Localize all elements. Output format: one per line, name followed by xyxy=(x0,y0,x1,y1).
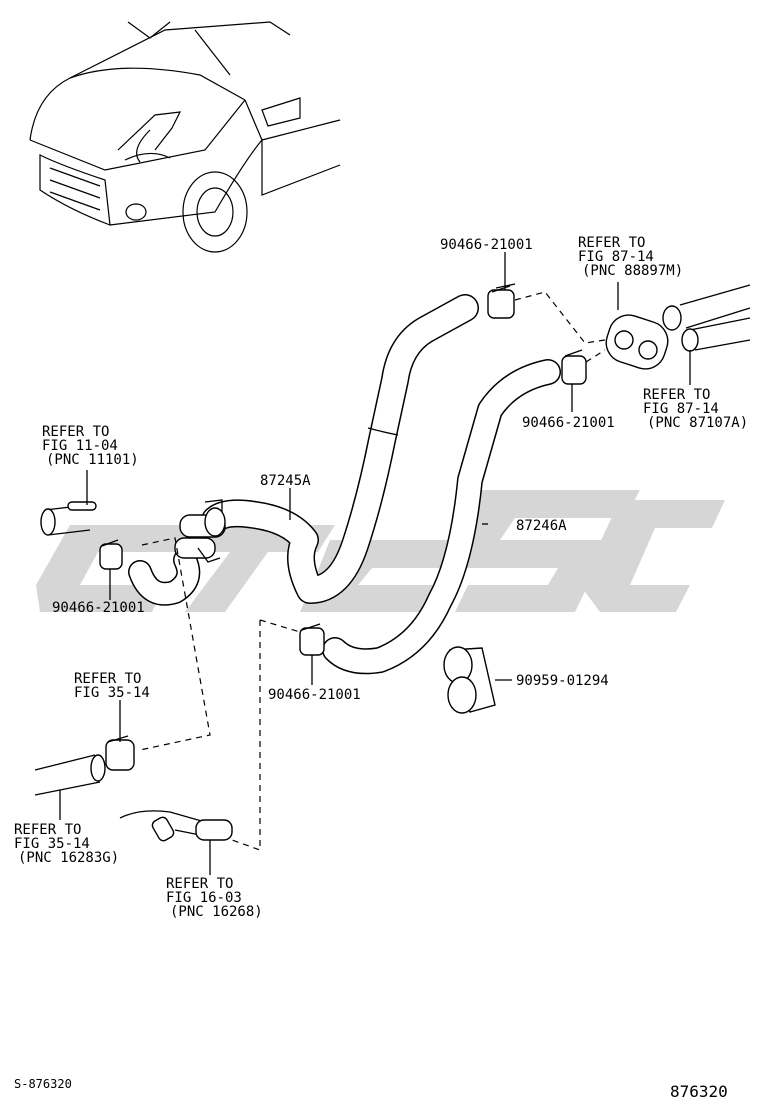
hose-left-small xyxy=(128,548,201,606)
gasket-plate xyxy=(605,314,669,370)
dashed-connections xyxy=(139,291,606,851)
label-clamp-middle: 90466-21001 xyxy=(268,687,361,703)
label-hose-87246a: 87246A xyxy=(516,518,567,534)
clamp-lower-left xyxy=(105,735,135,771)
label-refer-87-14-m: REFER TO FIG 87-14 (PNC 88897M) xyxy=(578,235,683,279)
label-refer-87-14-a: REFER TO FIG 87-14 (PNC 87107A) xyxy=(643,387,748,431)
label-refer-11-04: REFER TO FIG 11-04 (PNC 11101) xyxy=(42,424,139,468)
label-clamp-top: 90466-21001 xyxy=(440,237,533,253)
bracket-90959-01294 xyxy=(443,646,496,714)
label-refer-16-03: REFER TO FIG 16-03 (PNC 16268) xyxy=(166,876,263,920)
label-refer-35-14: REFER TO FIG 35-14 xyxy=(74,671,150,701)
clamp-right xyxy=(561,349,587,385)
clamp-left xyxy=(99,539,123,570)
label-refer-35-14-g: REFER TO FIG 35-14 (PNC 16283G) xyxy=(14,822,119,866)
pipe-left-11101 xyxy=(40,501,97,536)
pipe-lower-left xyxy=(34,754,106,796)
leader-lines xyxy=(59,252,691,875)
hose-87245a xyxy=(201,294,479,604)
label-clamp-right: 90466-21001 xyxy=(522,415,615,431)
label-hose-87245a: 87245A xyxy=(260,473,311,489)
pipe-bottom-center xyxy=(119,810,233,842)
clamp-middle xyxy=(299,623,325,656)
clamp-top xyxy=(487,283,516,319)
valve-assembly xyxy=(174,499,226,563)
diagram-id-bottom-right: 876320 xyxy=(670,1082,728,1101)
pipes-top-right xyxy=(662,284,751,352)
vehicle-illustration xyxy=(29,21,341,253)
label-clamp-left: 90466-21001 xyxy=(52,600,145,616)
diagram-id-bottom-left: S-876320 xyxy=(14,1077,72,1091)
hose-87246a xyxy=(322,359,561,675)
label-bracket-90959: 90959-01294 xyxy=(516,673,609,689)
